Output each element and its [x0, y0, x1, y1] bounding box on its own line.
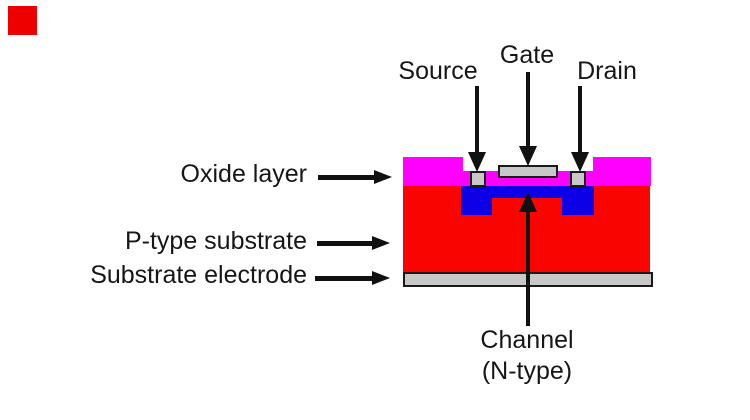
n-well-drain	[562, 186, 594, 215]
drain-label: Drain	[577, 57, 637, 85]
oxide-layer-middle	[463, 171, 593, 186]
source-arrowhead-icon	[468, 152, 486, 172]
source-arrow-line	[475, 86, 479, 152]
source-label: Source	[398, 57, 478, 85]
source-contact	[470, 171, 486, 187]
gate-arrow-line	[526, 72, 530, 146]
substrate-arrow-line	[317, 241, 372, 246]
channel-label: Channel (N-type)	[480, 325, 573, 387]
oxide-layer-right	[593, 157, 651, 186]
oxide-arrowhead-icon	[374, 170, 392, 184]
drain-arrow-line	[578, 86, 582, 152]
n-well-source	[461, 186, 492, 215]
p-type-substrate-label: P-type substrate	[124, 227, 307, 255]
electrode-arrow-line	[315, 276, 372, 281]
channel-arrowhead-icon	[519, 192, 537, 212]
gate-label: Gate	[499, 41, 555, 69]
substrate-arrowhead-icon	[372, 236, 390, 250]
drain-arrowhead-icon	[571, 152, 589, 172]
oxide-arrow-line	[318, 175, 374, 180]
substrate-electrode-label: Substrate electrode	[90, 261, 307, 289]
gate-electrode	[498, 165, 558, 178]
corner-red-square	[8, 6, 37, 35]
channel-arrow-line	[526, 212, 530, 326]
gate-arrowhead-icon	[519, 146, 537, 166]
channel-label-line2: (N-type)	[481, 357, 573, 385]
electrode-arrowhead-icon	[372, 271, 390, 285]
drain-contact	[570, 171, 586, 187]
oxide-layer-left	[403, 157, 463, 186]
oxide-layer-label: Oxide layer	[180, 160, 307, 188]
channel-label-line1: Channel	[480, 326, 574, 354]
